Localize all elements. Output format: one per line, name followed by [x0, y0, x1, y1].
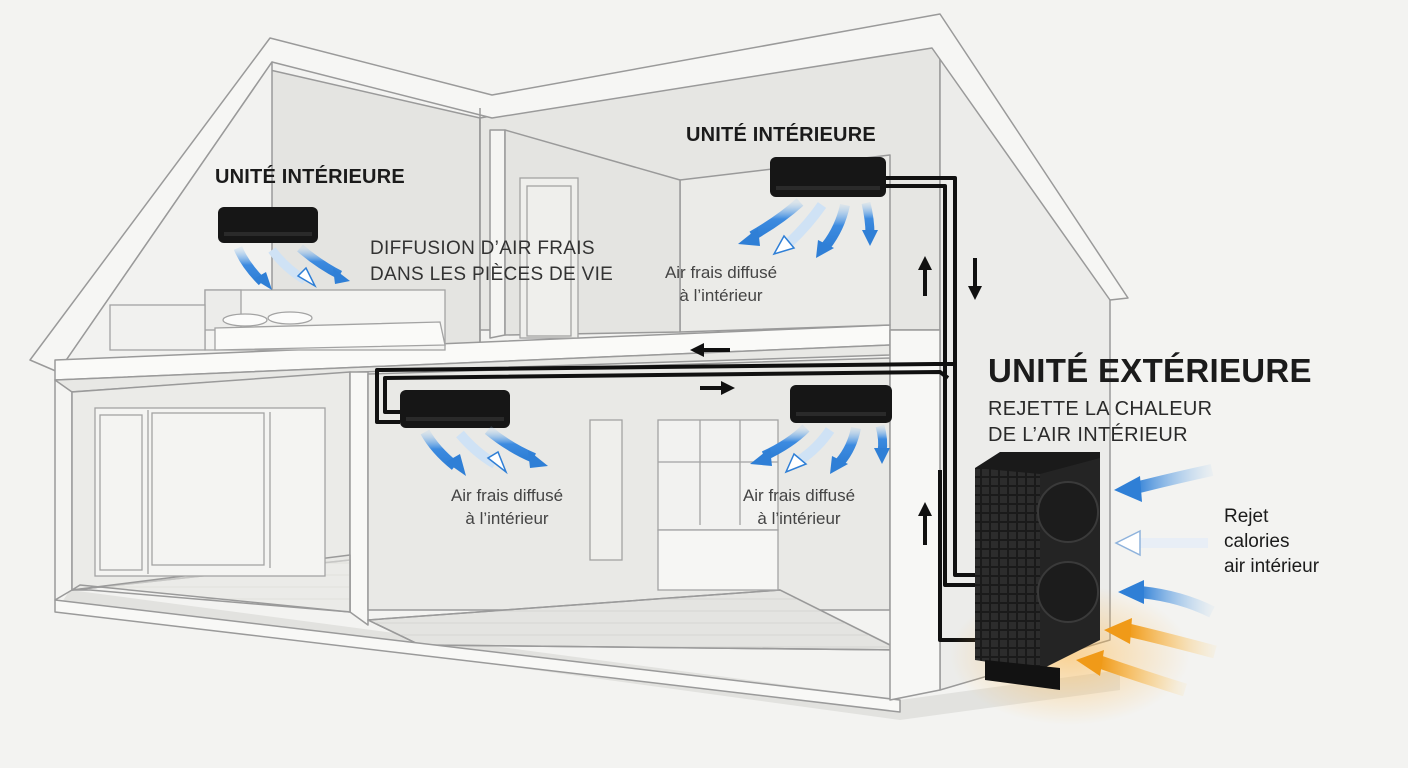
bed-icon	[204, 289, 446, 351]
indoor-unit-upper-right	[770, 157, 886, 197]
caption-lower-left-line1: Air frais diffusé	[450, 486, 564, 505]
diffusion-label-line2: DANS LES PIÈCES DE VIE	[370, 264, 614, 285]
heat-rejection-line1: Rejet	[1224, 506, 1269, 527]
caption-upper-right: Air frais diffusé à l’intérieur	[650, 261, 792, 307]
indoor-unit-lower-left	[400, 390, 510, 428]
warm-airflow-arrows-icon	[1076, 618, 1217, 697]
indoor-unit-upper-left	[218, 207, 318, 243]
diffusion-label-line1: DIFFUSION D’AIR FRAIS	[370, 238, 595, 259]
caption-lower-right: Air frais diffusé à l’intérieur	[728, 484, 870, 530]
heat-rejection-line2: calories	[1224, 531, 1290, 552]
indoor-unit-lower-right	[790, 385, 892, 423]
outdoor-unit-subtitle-line2: DE L’AIR INTÉRIEUR	[988, 424, 1188, 446]
indoor-unit-upper-right-title: UNITÉ INTÉRIEURE	[686, 124, 876, 146]
caption-upper-right-line2: à l’intérieur	[679, 286, 763, 305]
refrigerant-flow-arrow-icon	[690, 256, 982, 545]
outdoor-unit-subtitle: REJETTE LA CHALEUR DE L’AIR INTÉRIEUR	[988, 396, 1212, 448]
caption-lower-left-line2: à l’intérieur	[465, 509, 549, 528]
caption-lower-right-line1: Air frais diffusé	[742, 486, 856, 505]
caption-upper-right-line1: Air frais diffusé	[664, 263, 778, 282]
indoor-ac-unit-icon	[790, 385, 892, 423]
indoor-ac-unit-icon	[770, 157, 886, 197]
outdoor-unit-title: UNITÉ EXTÉRIEURE	[988, 352, 1312, 389]
indoor-ac-unit-icon	[218, 207, 318, 243]
cool-airflow-arrows-icon	[233, 198, 890, 476]
outdoor-unit-subtitle-line1: REJETTE LA CHALEUR	[988, 398, 1213, 420]
heat-rejection-line3: air intérieur	[1224, 556, 1320, 577]
outdoor-airflow-arrows	[1114, 464, 1215, 618]
indoor-ac-unit-icon	[400, 390, 510, 428]
refrigerant-piping	[375, 176, 985, 642]
caption-lower-left: Air frais diffusé à l’intérieur	[436, 484, 578, 530]
diffusion-label: DIFFUSION D’AIR FRAIS DANS LES PIÈCES DE…	[370, 236, 613, 288]
indoor-unit-upper-left-title: UNITÉ INTÉRIEURE	[215, 166, 405, 188]
caption-lower-right-line2: à l’intérieur	[757, 509, 841, 528]
house-details	[94, 177, 779, 591]
heat-rejection-label: Rejet calories air intérieur	[1224, 504, 1319, 579]
